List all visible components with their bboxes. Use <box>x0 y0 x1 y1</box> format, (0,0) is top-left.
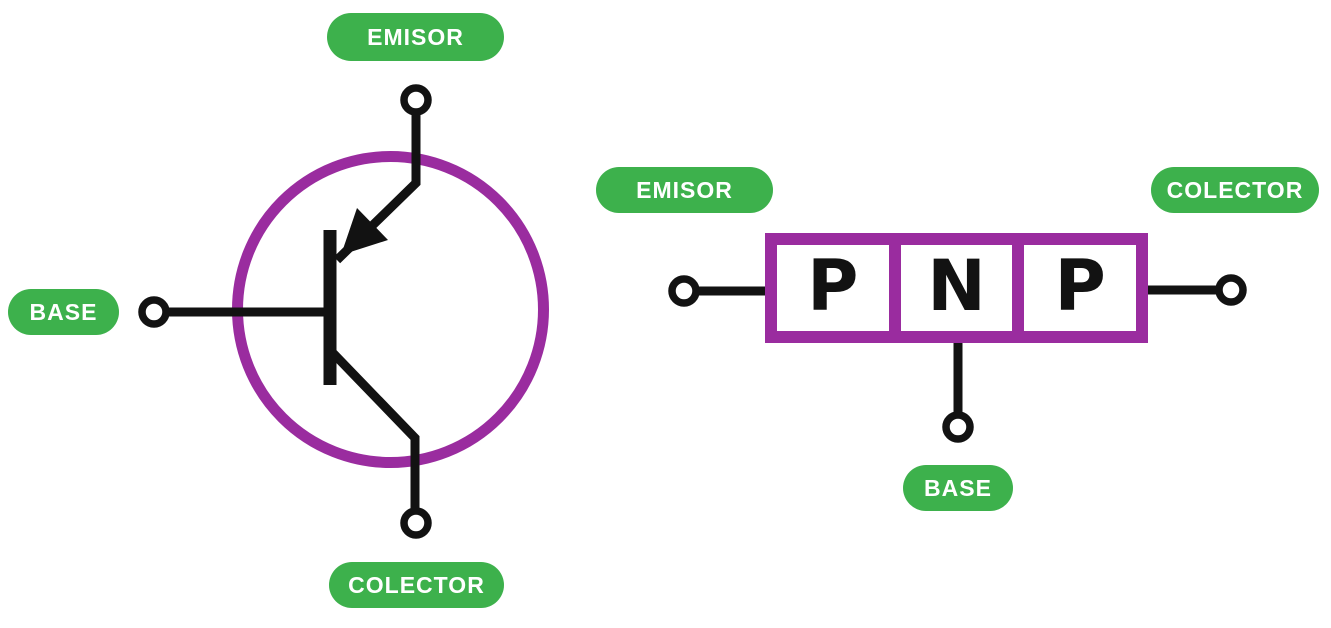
region-p-left-label: P <box>807 245 859 327</box>
symbol-base-badge: BASE <box>8 289 119 335</box>
symbol-collector-badge: COLECTOR <box>329 562 504 608</box>
emitter-arrow-icon <box>341 208 388 255</box>
symbol-emitter-badge: EMISOR <box>327 13 504 61</box>
block-emitter-badge: EMISOR <box>596 167 773 213</box>
block-base-badge: BASE <box>903 465 1013 511</box>
block-emitter-terminal <box>668 275 700 307</box>
region-p-right-label: P <box>1054 245 1106 327</box>
emitter-terminal <box>400 84 432 116</box>
region-n: N <box>901 245 1013 331</box>
transistor-symbol <box>138 84 549 539</box>
block-collector-badge: COLECTOR <box>1151 167 1319 213</box>
collector-lead <box>328 348 420 514</box>
block-collector-terminal <box>1215 274 1247 306</box>
pnp-region-box: P N P <box>765 233 1148 343</box>
region-n-label: N <box>927 245 986 327</box>
region-divider <box>888 245 901 331</box>
pnp-block-leads <box>668 274 1247 443</box>
region-p-left: P <box>777 245 889 331</box>
base-terminal <box>138 296 170 328</box>
collector-terminal <box>400 507 432 539</box>
region-divider <box>1012 245 1025 331</box>
region-p-right: P <box>1024 245 1136 331</box>
block-base-terminal <box>942 411 974 443</box>
